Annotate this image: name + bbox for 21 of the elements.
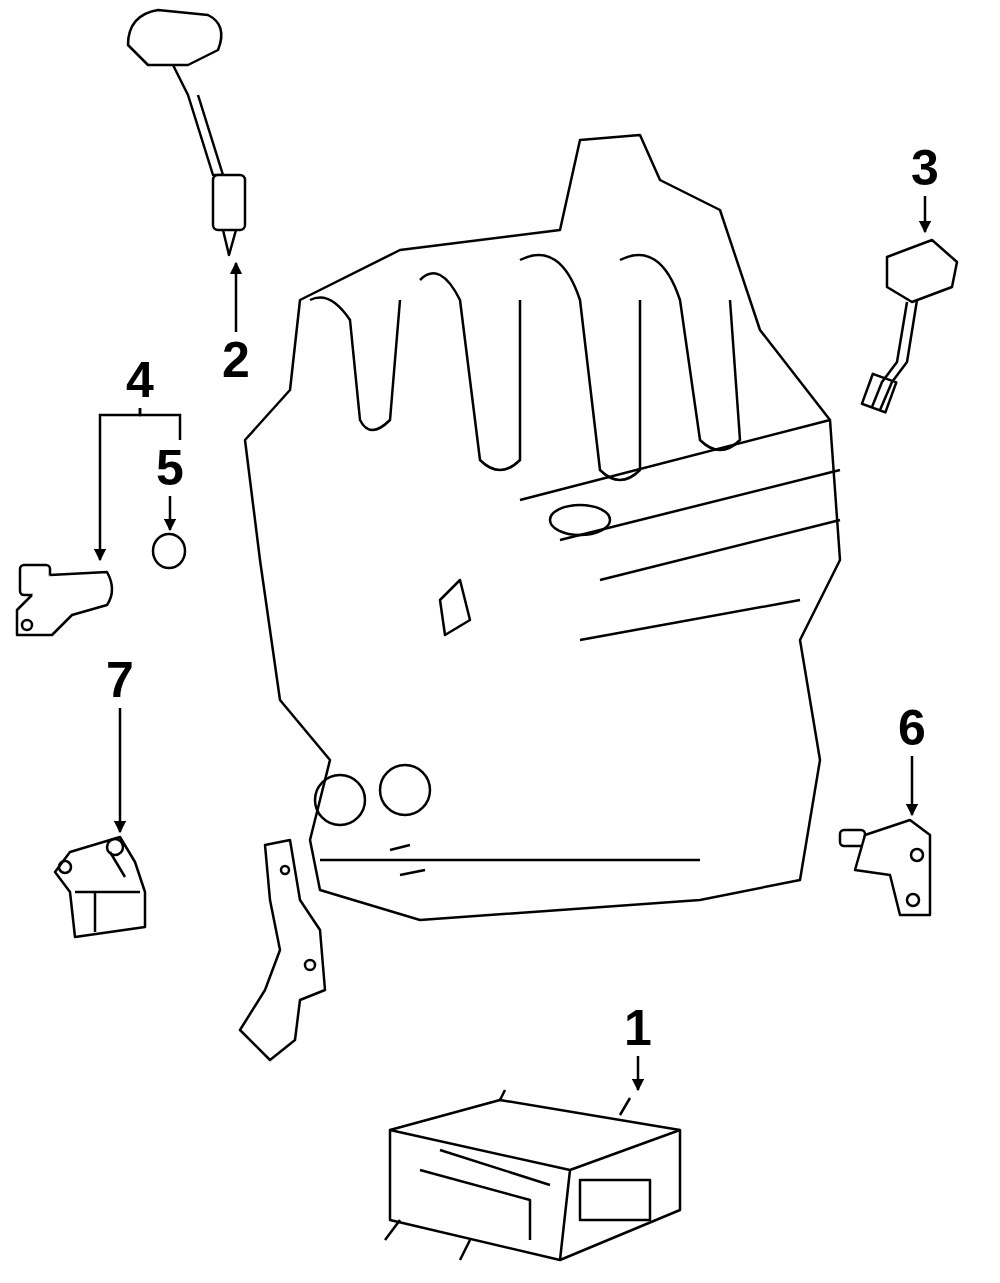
- leader-line: [229, 261, 243, 332]
- leader-line: [113, 708, 127, 834]
- sensor-drawing: [840, 820, 930, 915]
- callout-number: 3: [905, 140, 945, 196]
- callout-number: 6: [892, 700, 932, 756]
- leader-line: [163, 496, 177, 532]
- sensor-drawing: [55, 837, 145, 937]
- control-module-drawing: [385, 1090, 680, 1260]
- leader-line: [138, 408, 182, 440]
- sensor-drawing: [17, 565, 112, 635]
- callout-number: 4: [120, 352, 160, 408]
- leader-line: [905, 756, 919, 817]
- o-ring-drawing: [153, 534, 185, 568]
- callout-number: 5: [150, 440, 190, 496]
- callout-number: 2: [216, 332, 256, 388]
- leader-line: [631, 1056, 645, 1092]
- ignition-coil-drawing: [861, 240, 957, 413]
- callout-number: 7: [100, 652, 140, 708]
- ignition-coil-drawing: [128, 10, 245, 255]
- callout-number: 1: [618, 1000, 658, 1056]
- leader-line: [918, 196, 932, 234]
